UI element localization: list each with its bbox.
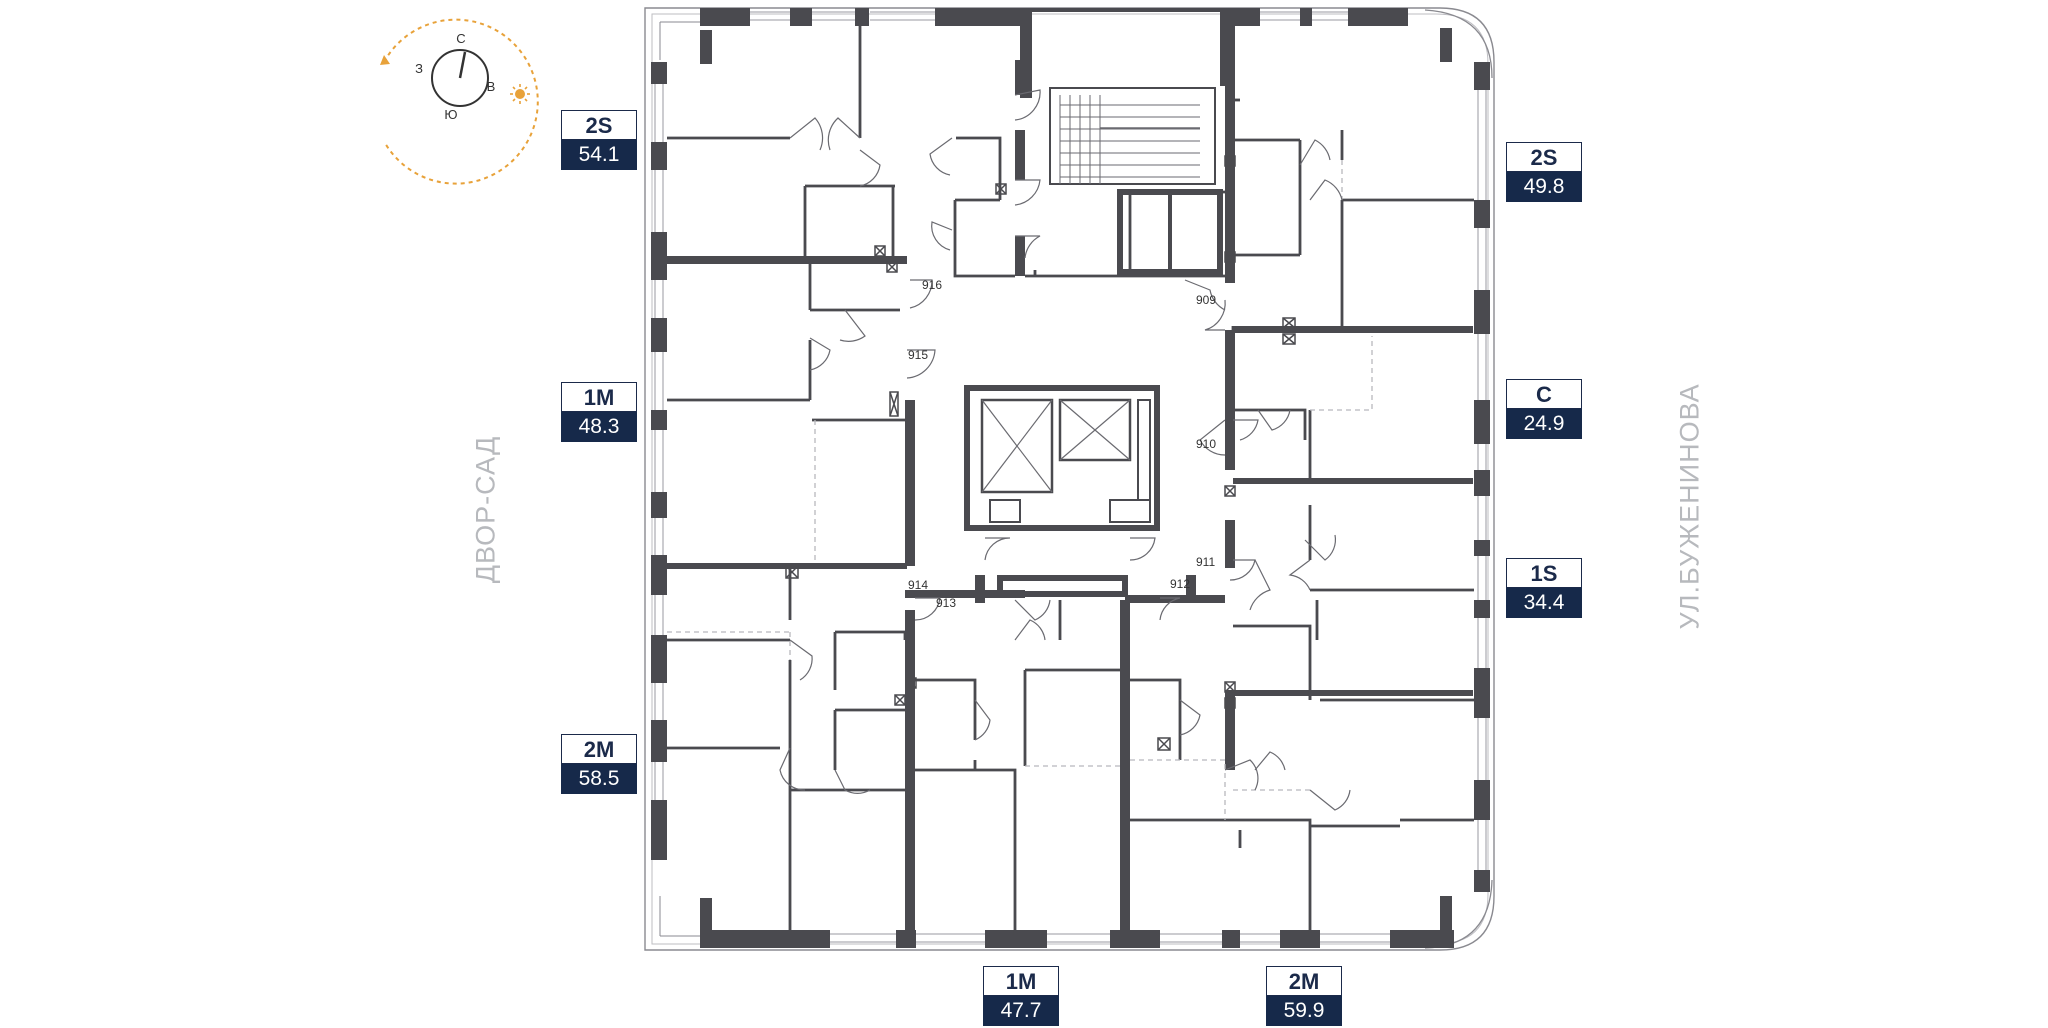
compass: С З В Ю [380,18,539,185]
room-number-916: 916 [922,278,942,292]
room-number-913: 913 [936,596,956,610]
elevator-core [964,385,1160,597]
compass-south: Ю [444,107,457,122]
apartment-badge-left-mid[interactable]: 1M 48.3 [561,382,637,442]
sun-icon [510,84,530,104]
room-number-909: 909 [1196,293,1216,307]
doors [779,89,1351,811]
room-number-914: 914 [908,578,928,592]
room-number-915: 915 [908,348,928,362]
apartment-type: 2M [1266,966,1342,996]
apartment-type: 1M [983,966,1059,996]
apartment-badge-bottom-2m[interactable]: 2M 59.9 [1266,966,1342,1026]
elevator-shaft-2 [1058,398,1132,462]
room-number-910: 910 [1196,437,1216,451]
apartment-type: 1S [1506,558,1582,588]
apartment-badge-bottom-1m[interactable]: 1M 47.7 [983,966,1059,1026]
windows [654,11,1487,943]
interior-walls [667,26,1474,935]
apartment-badge-right-c[interactable]: C 24.9 [1506,379,1582,439]
apartment-area: 47.7 [983,996,1059,1026]
apartment-area: 59.9 [1266,996,1342,1026]
compass-west: З [415,61,423,76]
apartment-area: 48.3 [561,412,637,442]
staircase [1049,87,1223,275]
elevator-shaft-1 [980,398,1054,494]
apartment-badge-left-bottom[interactable]: 2M 58.5 [561,734,637,794]
apartment-type: 2M [561,734,637,764]
compass-dial [431,49,489,107]
sun-path-arrow-icon [380,55,390,65]
apartment-area: 58.5 [561,764,637,794]
apartment-badge-left-top[interactable]: 2S 54.1 [561,110,637,170]
apartment-type: 1M [561,382,637,412]
compass-east: В [487,79,496,94]
apartment-type: C [1506,379,1582,409]
apartment-area: 24.9 [1506,409,1582,439]
apartment-area: 34.4 [1506,588,1582,618]
exterior-walls [651,8,1490,948]
room-numbers: 916 915 914 913 912 911 910 909 [908,278,1216,610]
courtyard-label: ДВОР-САД [470,435,501,584]
apartment-type: 2S [1506,142,1582,172]
apartment-badge-right-top[interactable]: 2S 49.8 [1506,142,1582,202]
apartment-badge-right-1s[interactable]: 1S 34.4 [1506,558,1582,618]
room-number-911: 911 [1196,555,1215,569]
dashed-subdivisions [667,160,1373,820]
compass-north: С [456,31,465,46]
apartment-area: 49.8 [1506,172,1582,202]
street-label: УЛ.БУЖЕНИНОВА [1674,383,1705,630]
vent-shafts [785,155,1296,751]
apartment-area: 54.1 [561,140,637,170]
sun-path-arc [383,18,539,185]
room-number-912: 912 [1170,577,1190,591]
apartment-type: 2S [561,110,637,140]
compass-needle [458,51,467,79]
